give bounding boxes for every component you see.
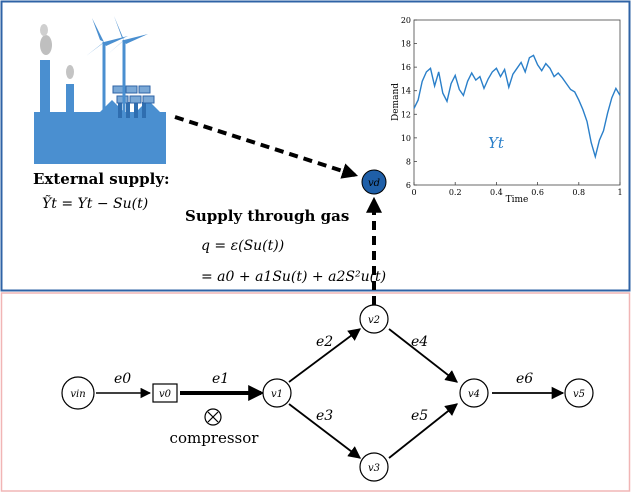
node-label-v0: v0 bbox=[159, 389, 172, 400]
chart-x-ticks: 0 0.2 0.4 0.6 0.8 1 bbox=[411, 182, 623, 197]
edge-e2 bbox=[288, 328, 362, 383]
network-nodes: vin v0 v1 v2 v3 v4 v5 bbox=[61, 304, 594, 482]
node-v0-compressor: v0 bbox=[152, 383, 178, 403]
x-tick-label: 0.6 bbox=[531, 188, 544, 197]
y-tick-label: 10 bbox=[401, 134, 411, 143]
node-label-v5: v5 bbox=[573, 389, 585, 400]
external-supply-title: External supply: bbox=[33, 170, 170, 188]
y-tick-label: 16 bbox=[401, 63, 411, 72]
y-tick-label: 8 bbox=[406, 157, 411, 166]
external-supply-formula: Ỹt = Yt − Su(t) bbox=[42, 194, 148, 212]
chart-plot-area bbox=[413, 19, 621, 186]
top-panel-frame bbox=[0, 0, 631, 292]
compressor-icon bbox=[204, 408, 222, 426]
edge-e4 bbox=[388, 328, 458, 383]
node-v5: v5 bbox=[564, 378, 594, 408]
series-label: Yt bbox=[488, 134, 505, 152]
demand-node: vd bbox=[361, 169, 387, 195]
y-tick-label: 14 bbox=[401, 87, 411, 96]
node-label-v1: v1 bbox=[271, 389, 283, 400]
chart-xlabel: Time bbox=[506, 195, 529, 205]
node-label-v-in: vin bbox=[70, 389, 85, 400]
gas-formula-line1: q = ε(Su(t)) bbox=[201, 238, 284, 254]
y-tick-label: 18 bbox=[401, 40, 411, 49]
node-v3: v3 bbox=[359, 452, 389, 482]
y-tick-label: 12 bbox=[401, 110, 411, 119]
x-tick-label: 0.4 bbox=[490, 188, 503, 197]
edge-e5 bbox=[388, 403, 458, 459]
demand-node-label: vd bbox=[368, 178, 380, 189]
external-supply-arrow bbox=[174, 115, 359, 179]
y-tick-label: 20 bbox=[401, 16, 411, 25]
edge-label-e0: e0 bbox=[114, 371, 131, 387]
bottom-panel-frame bbox=[0, 292, 631, 492]
node-v-in: vin bbox=[61, 376, 95, 410]
edge-e3 bbox=[288, 403, 362, 459]
x-tick-label: 1 bbox=[617, 188, 622, 197]
compressor-label: compressor bbox=[170, 429, 260, 447]
supply-gas-title: Supply through gas bbox=[185, 207, 349, 225]
network-edges bbox=[96, 328, 565, 459]
edge-label-e2: e2 bbox=[316, 334, 333, 350]
chart-y-ticks: 6 8 10 12 14 16 18 20 bbox=[401, 16, 417, 190]
node-v2: v2 bbox=[359, 304, 389, 334]
edge-label-e1: e1 bbox=[212, 371, 229, 387]
node-v4: v4 bbox=[459, 378, 489, 408]
demand-series-line bbox=[413, 54, 621, 160]
x-tick-label: 0 bbox=[411, 188, 416, 197]
edge-label-e4: e4 bbox=[411, 334, 428, 350]
chart-ylabel: Demand bbox=[391, 83, 401, 121]
edge-label-e3: e3 bbox=[316, 408, 333, 424]
factory-illustration bbox=[34, 16, 166, 164]
node-label-v2: v2 bbox=[368, 315, 380, 326]
node-label-v3: v3 bbox=[368, 463, 380, 474]
node-v1: v1 bbox=[262, 378, 292, 408]
x-tick-label: 0.8 bbox=[572, 188, 585, 197]
edge-label-e5: e5 bbox=[411, 408, 428, 424]
y-tick-label: 6 bbox=[406, 181, 411, 190]
node-label-v4: v4 bbox=[468, 389, 480, 400]
demand-chart: 6 8 10 12 14 16 18 20 0 0.2 0.4 0.6 0.8 1 Yt Time De… bbox=[391, 16, 623, 205]
edge-label-e6: e6 bbox=[516, 371, 533, 387]
x-tick-label: 0.2 bbox=[449, 188, 462, 197]
gas-formula-line2: = a0 + a1Su(t) + a2S²u(t) bbox=[201, 269, 386, 285]
